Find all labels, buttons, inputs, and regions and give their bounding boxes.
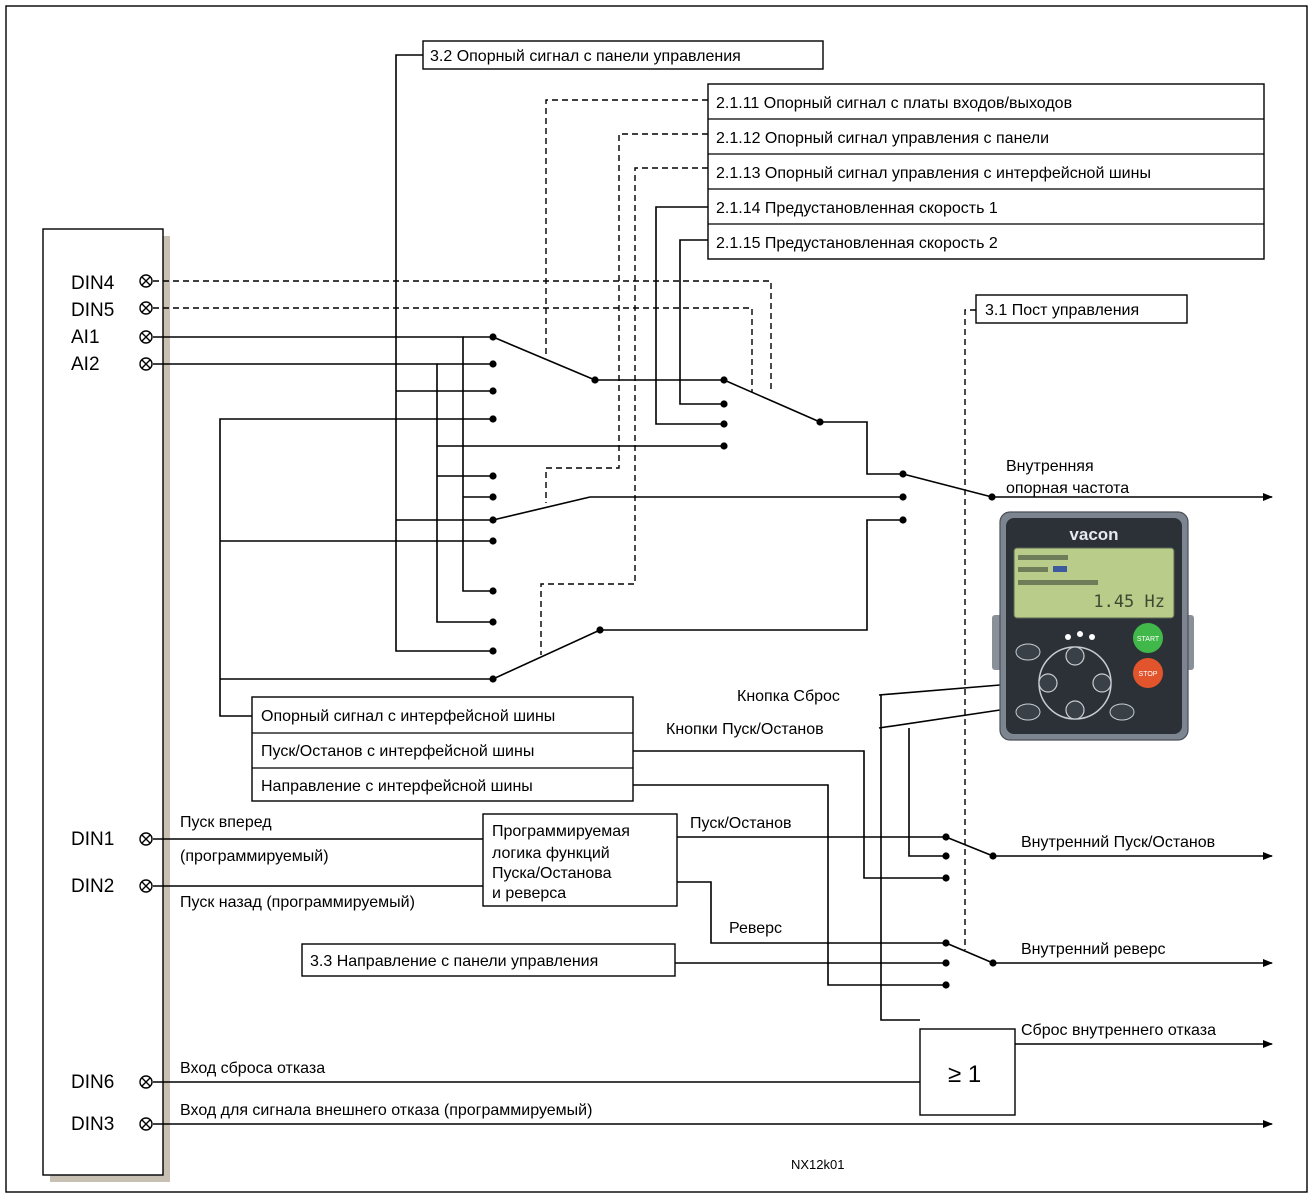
terminal-din1: DIN1 [71, 829, 114, 850]
internal-fault-reset-label: Сброс внутреннего отказа [1021, 1022, 1216, 1039]
terminal-ai1-symbol [139, 330, 153, 344]
keypad-brand: vacon [1069, 525, 1118, 544]
logic-line-1: Программируемая [492, 823, 630, 840]
logic-line-2: логика функций [492, 845, 610, 862]
logic-line-3: Пуска/Останова [492, 865, 612, 882]
terminal-din6-symbol [139, 1075, 153, 1089]
reverse-label: Реверс [729, 920, 782, 937]
fieldbus-start-stop-label: Пуск/Останов с интерфейсной шины [261, 743, 534, 760]
keypad-control-reference-label: 2.1.12 Опорный сигнал управления с панел… [716, 130, 1049, 147]
or-gate-label: ≥ 1 [948, 1061, 981, 1088]
fieldbus-group-box [251, 696, 634, 802]
terminal-din6: DIN6 [71, 1072, 114, 1093]
terminal-ai2-symbol [139, 357, 153, 371]
terminal-din5-symbol [139, 301, 153, 315]
or-gate: ≥ 1 [919, 1028, 1016, 1116]
keypad-stop-key [1133, 658, 1163, 688]
control-place-label: 3.1 Пост управления [985, 302, 1139, 319]
terminal-din3-symbol [139, 1117, 153, 1131]
figure-code: NX12k01 [791, 1157, 844, 1172]
terminal-din4-symbol [139, 274, 153, 288]
svg-text:STOP: STOP [1139, 671, 1158, 678]
io-terminal-block [42, 228, 164, 1176]
terminal-din2: DIN2 [71, 876, 114, 897]
terminal-din2-symbol [139, 879, 153, 893]
reset-button-label: Кнопка Сброс [737, 688, 840, 705]
fieldbus-reference-label: Опорный сигнал с интерфейсной шины [261, 708, 555, 725]
keypad-display-reading: 1.45 Hz [1093, 592, 1165, 612]
terminal-din1-symbol [139, 832, 153, 846]
fieldbus-direction-label: Направление с интерфейсной шины [261, 778, 533, 795]
terminal-ai2: AI2 [71, 354, 100, 375]
internal-frequency-label-1: Внутренняя [1006, 458, 1094, 475]
panel-reference-box [422, 40, 824, 70]
junction-dots [489, 333, 997, 989]
start-stop-label: Пуск/Останов [690, 815, 792, 832]
param-boxes: 3.2 Опорный сигнал с панели управления 2… [301, 40, 1265, 977]
terminal-din4: DIN4 [71, 273, 115, 294]
terminal-din3: DIN3 [71, 1114, 114, 1135]
fault-reset-input-label: Вход сброса отказа [180, 1060, 325, 1077]
external-fault-input-label: Вход для сигнала внешнего отказа (програ… [180, 1102, 592, 1119]
dashed-control-lines [153, 99, 976, 950]
logic-line-4: и реверса [492, 885, 566, 902]
solid-wires [153, 54, 1273, 1128]
keypad-start-key [1133, 623, 1163, 653]
programmable-logic-block: Программируемая логика функций Пуска/Ост… [482, 813, 678, 907]
terminal-ai1: AI1 [71, 327, 100, 348]
panel-reference-label: 3.2 Опорный сигнал с панели управления [430, 48, 741, 65]
start-reverse-label: Пуск назад (программируемый) [180, 894, 415, 911]
internal-start-stop-label: Внутренний Пуск/Останов [1021, 834, 1215, 851]
control-place-box [975, 294, 1188, 324]
internal-frequency-label-2: опорная частота [1006, 480, 1129, 497]
fieldbus-control-reference-label: 2.1.13 Опорный сигнал управления с интер… [716, 165, 1151, 182]
terminal-din5: DIN5 [71, 300, 114, 321]
signal-labels: Пуск вперед (программируемый) Пуск назад… [180, 458, 1216, 1172]
start-forward-programmable-label: (программируемый) [180, 848, 329, 865]
panel-direction-box [301, 943, 676, 977]
start-forward-label: Пуск вперед [180, 814, 272, 831]
panel-direction-label: 3.3 Направление с панели управления [310, 953, 598, 970]
fieldbus-boxes: Опорный сигнал с интерфейсной шины Пуск/… [251, 696, 634, 802]
internal-reverse-label: Внутренний реверс [1021, 941, 1166, 958]
reference-params-box [707, 83, 1265, 260]
svg-text:START: START [1137, 636, 1160, 643]
outer-frame [5, 5, 1308, 1193]
start-stop-buttons-label: Кнопки Пуск/Останов [666, 721, 824, 738]
io-reference-label: 2.1.11 Опорный сигнал с платы входов/вых… [716, 95, 1072, 112]
control-keypad: vacon 1.45 Hz START STOP [992, 511, 1194, 741]
preset-speed-2-label: 2.1.15 Предустановленная скорость 2 [716, 235, 998, 252]
terminal-symbols [139, 274, 153, 1131]
preset-speed-1-label: 2.1.14 Предустановленная скорость 1 [716, 200, 998, 217]
